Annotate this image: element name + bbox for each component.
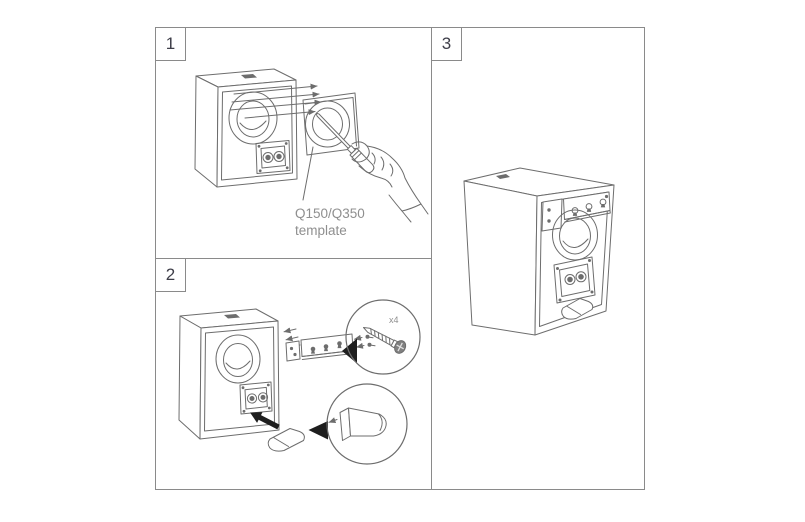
- speaker-with-bracket-drawing: [463, 167, 615, 336]
- template-label-line-2: template: [295, 223, 347, 238]
- screw-drawing: [363, 327, 407, 354]
- keyhole-slots: [310, 341, 342, 354]
- step-1-number: 1: [165, 34, 176, 53]
- screw-callout: x4: [342, 299, 421, 375]
- installed-wedge: [561, 298, 594, 320]
- step-2-badge: 2: [155, 258, 186, 292]
- screwdriver-drawing: [315, 112, 375, 174]
- template-label-leader: [302, 146, 314, 201]
- terminal-plate: [553, 256, 596, 304]
- screw-quantity-label: x4: [389, 315, 399, 325]
- hand-drawing: [351, 141, 429, 223]
- terminal-plate: [255, 140, 291, 174]
- wedge-insert-arrow: [250, 412, 280, 430]
- speaker-rear-drawing: [178, 308, 280, 440]
- wedge-callout-drawing: [328, 407, 387, 441]
- speaker-rear-drawing: [194, 68, 298, 188]
- screw-callout-pointer: [342, 338, 357, 364]
- step-3-badge: 3: [431, 27, 462, 61]
- step-3-number: 3: [441, 34, 452, 53]
- wedge-callout: [308, 383, 408, 465]
- alignment-arrows: [229, 83, 322, 119]
- top-handle-mark: [496, 174, 510, 179]
- wedge-foot-drawing: [267, 428, 305, 452]
- step-2-number: 2: [165, 265, 176, 284]
- step-1-illustration: Q150/Q350 template: [194, 68, 429, 238]
- port-hole: [215, 334, 261, 384]
- screw-insert-arrows: [354, 334, 376, 349]
- wall-bracket-drawing: [285, 333, 376, 362]
- step-1-panel: 1: [155, 27, 432, 259]
- terminal-plate: [239, 381, 273, 415]
- step-1-badge: 1: [155, 27, 186, 61]
- top-handle-mark: [241, 74, 257, 79]
- installed-bracket: [541, 191, 611, 232]
- step-3-illustration: [463, 167, 615, 336]
- instruction-frame: 1: [155, 27, 645, 490]
- top-handle-mark: [224, 314, 240, 319]
- step-2-panel: 2: [155, 258, 432, 489]
- wedge-callout-pointer: [308, 421, 328, 440]
- template-label-line-1: Q150/Q350: [295, 206, 365, 221]
- step-3-panel: 3: [431, 27, 644, 489]
- step-2-illustration: x4: [178, 299, 421, 465]
- port-hole: [552, 209, 598, 261]
